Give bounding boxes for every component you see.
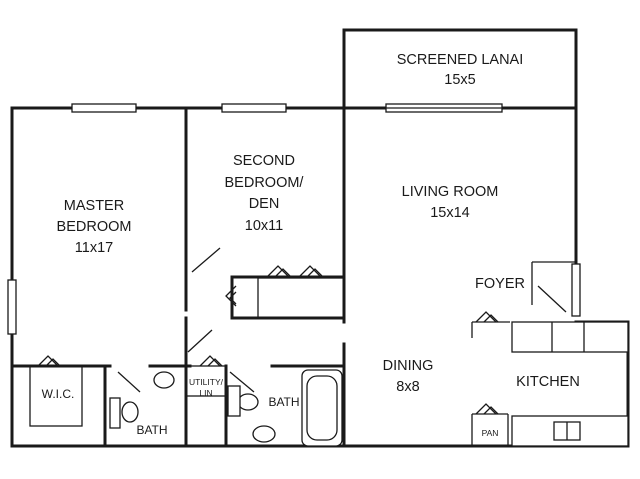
closet-marks — [29, 265, 499, 427]
window-foyer — [571, 263, 581, 317]
bath-1-name: BATH — [136, 423, 167, 437]
kitchen-counter-top — [511, 321, 629, 353]
dining-name: DINING — [383, 358, 434, 374]
windows — [7, 103, 581, 335]
dining-size: 8x8 — [396, 379, 419, 395]
second-bedroom-name-1: SECOND — [233, 153, 295, 169]
second-bedroom-name-3: DEN — [249, 196, 280, 212]
window-second-bedroom — [221, 103, 287, 113]
lanai-size: 15x5 — [444, 72, 475, 88]
foyer-name: FOYER — [475, 276, 525, 292]
pantry-name: PAN — [482, 428, 499, 438]
master-name-2: BEDROOM — [57, 219, 132, 235]
wic-name: W.I.C. — [42, 387, 75, 401]
living-name: LIVING ROOM — [402, 184, 499, 200]
master-name-1: MASTER — [64, 198, 124, 214]
second-bedroom-size: 10x11 — [245, 218, 283, 234]
room-labels: SCREENED LANAI 15x5 MASTER BEDROOM 11x17… — [42, 52, 580, 438]
sink-bath-1 — [121, 401, 139, 423]
window-master — [71, 103, 137, 113]
bathtub — [301, 369, 343, 447]
sink-bath-2 — [252, 425, 276, 443]
window-master-side — [7, 279, 17, 335]
doors — [117, 247, 567, 393]
utility-name-2: LIN — [199, 388, 212, 398]
kitchen-name: KITCHEN — [516, 374, 580, 390]
toilet-bath-1 — [153, 371, 175, 389]
second-bedroom-name-2: BEDROOM/ — [225, 175, 305, 191]
fixtures — [109, 321, 629, 447]
living-size: 15x14 — [430, 205, 470, 221]
utility-name-1: UTILITY/ — [189, 377, 224, 387]
lanai-name: SCREENED LANAI — [397, 52, 524, 68]
master-size: 11x17 — [75, 240, 113, 256]
bath-2-name: BATH — [268, 395, 299, 409]
toilet-bath-2 — [237, 393, 259, 411]
